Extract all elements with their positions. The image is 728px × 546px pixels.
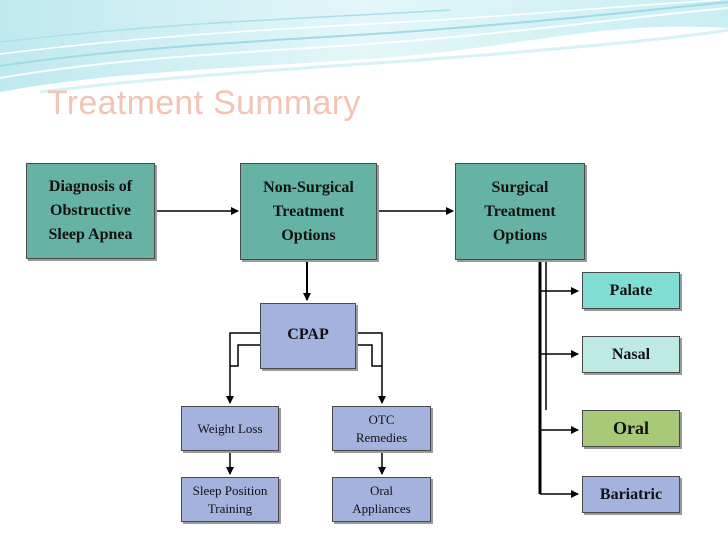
- node-sleep-position-label: Sleep Position Training: [192, 482, 268, 516]
- node-oral-label: Oral: [613, 418, 649, 438]
- node-sleep-position: Sleep Position Training: [181, 477, 279, 522]
- node-surgical-label: Surgical Treatment Options: [484, 178, 556, 244]
- node-bariatric-label: Bariatric: [599, 485, 663, 503]
- node-diagnosis-label: Diagnosis of Obstructive Sleep Apnea: [48, 178, 133, 243]
- node-oral: Oral: [582, 410, 680, 447]
- node-oral-appliances: Oral Appliances: [332, 477, 431, 522]
- node-nasal: Nasal: [582, 336, 680, 373]
- node-weight-loss: Weight Loss: [181, 406, 279, 451]
- connector-cpap-to-weight-loss: [226, 332, 260, 404]
- node-palate: Palate: [582, 272, 680, 309]
- node-cpap-label: CPAP: [287, 326, 329, 343]
- node-bariatric: Bariatric: [582, 476, 680, 513]
- node-otc-remedies-label: OTC Remedies: [355, 411, 408, 445]
- node-non-surgical-label: Non-Surgical Treatment Options: [263, 178, 354, 244]
- node-otc-remedies: OTC Remedies: [332, 406, 431, 451]
- decorative-wave-banner: [0, 0, 728, 94]
- node-oral-appliances-label: Oral Appliances: [352, 482, 411, 516]
- slide-title: Treatment Summary: [47, 84, 361, 122]
- connector-cpap-to-otc: [356, 332, 386, 404]
- node-non-surgical: Non-Surgical Treatment Options: [240, 163, 377, 260]
- node-nasal-label: Nasal: [611, 345, 651, 363]
- node-weight-loss-label: Weight Loss: [197, 420, 263, 436]
- node-palate-label: Palate: [609, 281, 653, 299]
- node-cpap: CPAP: [260, 303, 356, 369]
- node-surgical: Surgical Treatment Options: [455, 163, 585, 260]
- node-diagnosis: Diagnosis of Obstructive Sleep Apnea: [26, 163, 155, 259]
